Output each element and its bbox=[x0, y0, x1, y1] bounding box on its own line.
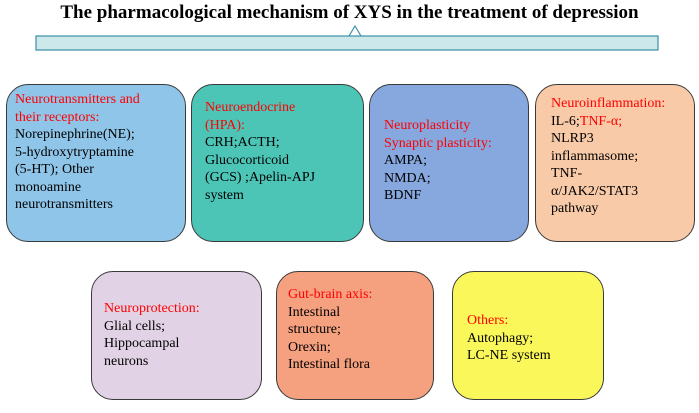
item-line: 5-hydroxytryptamine bbox=[15, 144, 134, 160]
neuroendocrine-heading: Neuroendocrine (HPA): bbox=[205, 99, 357, 134]
neuroplasticity-box: Neuroplasticity Synaptic plasticity: AMP… bbox=[369, 84, 529, 242]
neuroprotection-box: Neuroprotection: Glial cells; Hippocampa… bbox=[91, 271, 262, 400]
item-line: inflammasome; bbox=[551, 148, 639, 164]
heading-line: Neurotransmitters and bbox=[15, 92, 140, 107]
item-line: α/JAK2/STAT3 bbox=[551, 183, 639, 199]
neuroprotection-heading: Neuroprotection: bbox=[104, 300, 255, 318]
neuroendocrine-box: Neuroendocrine (HPA): CRH;ACTH; Glucocor… bbox=[191, 84, 364, 242]
item-line: Hippocampal bbox=[104, 336, 180, 351]
heading-line: Gut-brain axis: bbox=[288, 287, 373, 302]
title-bracket bbox=[35, 24, 659, 51]
item-line: monoamine bbox=[15, 179, 82, 195]
item-line: TNF- bbox=[551, 166, 583, 181]
gut-brain-axis-box: Gut-brain axis: Intestinal structure; Or… bbox=[276, 271, 434, 400]
item-line: LC-NE system bbox=[467, 348, 551, 363]
tnf-alpha-text: TNF-α; bbox=[579, 113, 623, 129]
item-line: AMPA; bbox=[384, 153, 428, 168]
item-line: structure; bbox=[288, 322, 341, 337]
item-line: neurotransmitters bbox=[15, 197, 113, 212]
item-line: Glucocorticoid bbox=[205, 152, 289, 168]
neuroinflammation-heading: Neuroinflammation: bbox=[551, 95, 688, 113]
diagram-title: The pharmacological mechanism of XYS in … bbox=[60, 2, 639, 23]
neuroinflammation-box: Neuroinflammation: IL-6;TNF-α; NLRP3 inf… bbox=[535, 84, 695, 242]
item-line: NLRP3 bbox=[551, 131, 594, 146]
neuroplasticity-heading: Neuroplasticity Synaptic plasticity: bbox=[384, 117, 522, 152]
heading-line: Neuroendocrine bbox=[205, 100, 296, 115]
others-box: Others: Autophagy; LC-NE system bbox=[452, 271, 604, 400]
heading-line: their receptors: bbox=[15, 109, 100, 125]
item-line: neurons bbox=[104, 353, 149, 369]
item-line: Norepinephrine(NE); bbox=[15, 127, 135, 142]
item-line: (GCS) ;Apelin-APJ bbox=[205, 170, 316, 185]
bracket-stem bbox=[348, 24, 362, 37]
item-line: Intestinal bbox=[288, 304, 341, 320]
item-line: Glial cells; bbox=[104, 318, 166, 334]
item-line: BDNF bbox=[384, 188, 422, 203]
others-heading: Others: bbox=[467, 312, 597, 330]
neurotransmitters-heading: Neurotransmitters and their receptors: bbox=[15, 91, 179, 126]
item-line: Orexin; bbox=[288, 339, 331, 355]
il6-text: IL-6; bbox=[551, 113, 580, 129]
heading-line: Neuroprotection: bbox=[104, 301, 200, 316]
item-line: Intestinal flora bbox=[288, 357, 371, 372]
item-line: NMDA; bbox=[384, 170, 431, 186]
item-line: Autophagy; bbox=[467, 330, 534, 346]
gut-brain-heading: Gut-brain axis: bbox=[288, 286, 427, 304]
heading-line: Others: bbox=[467, 313, 509, 328]
heading-line: Synaptic plasticity: bbox=[384, 135, 492, 151]
heading-line: (HPA): bbox=[205, 117, 245, 133]
heading-line: Neuroplasticity bbox=[384, 118, 471, 133]
item-line: IL-6;TNF-α; bbox=[551, 113, 688, 131]
item-line: pathway bbox=[551, 201, 599, 216]
bracket-bar bbox=[35, 35, 659, 51]
neurotransmitters-box: Neurotransmitters and their receptors: N… bbox=[6, 84, 186, 242]
heading-line: Neuroinflammation: bbox=[551, 96, 666, 111]
item-line: (5-HT); Other bbox=[15, 162, 94, 177]
item-line: system bbox=[205, 187, 244, 203]
item-line: CRH;ACTH; bbox=[205, 135, 280, 150]
